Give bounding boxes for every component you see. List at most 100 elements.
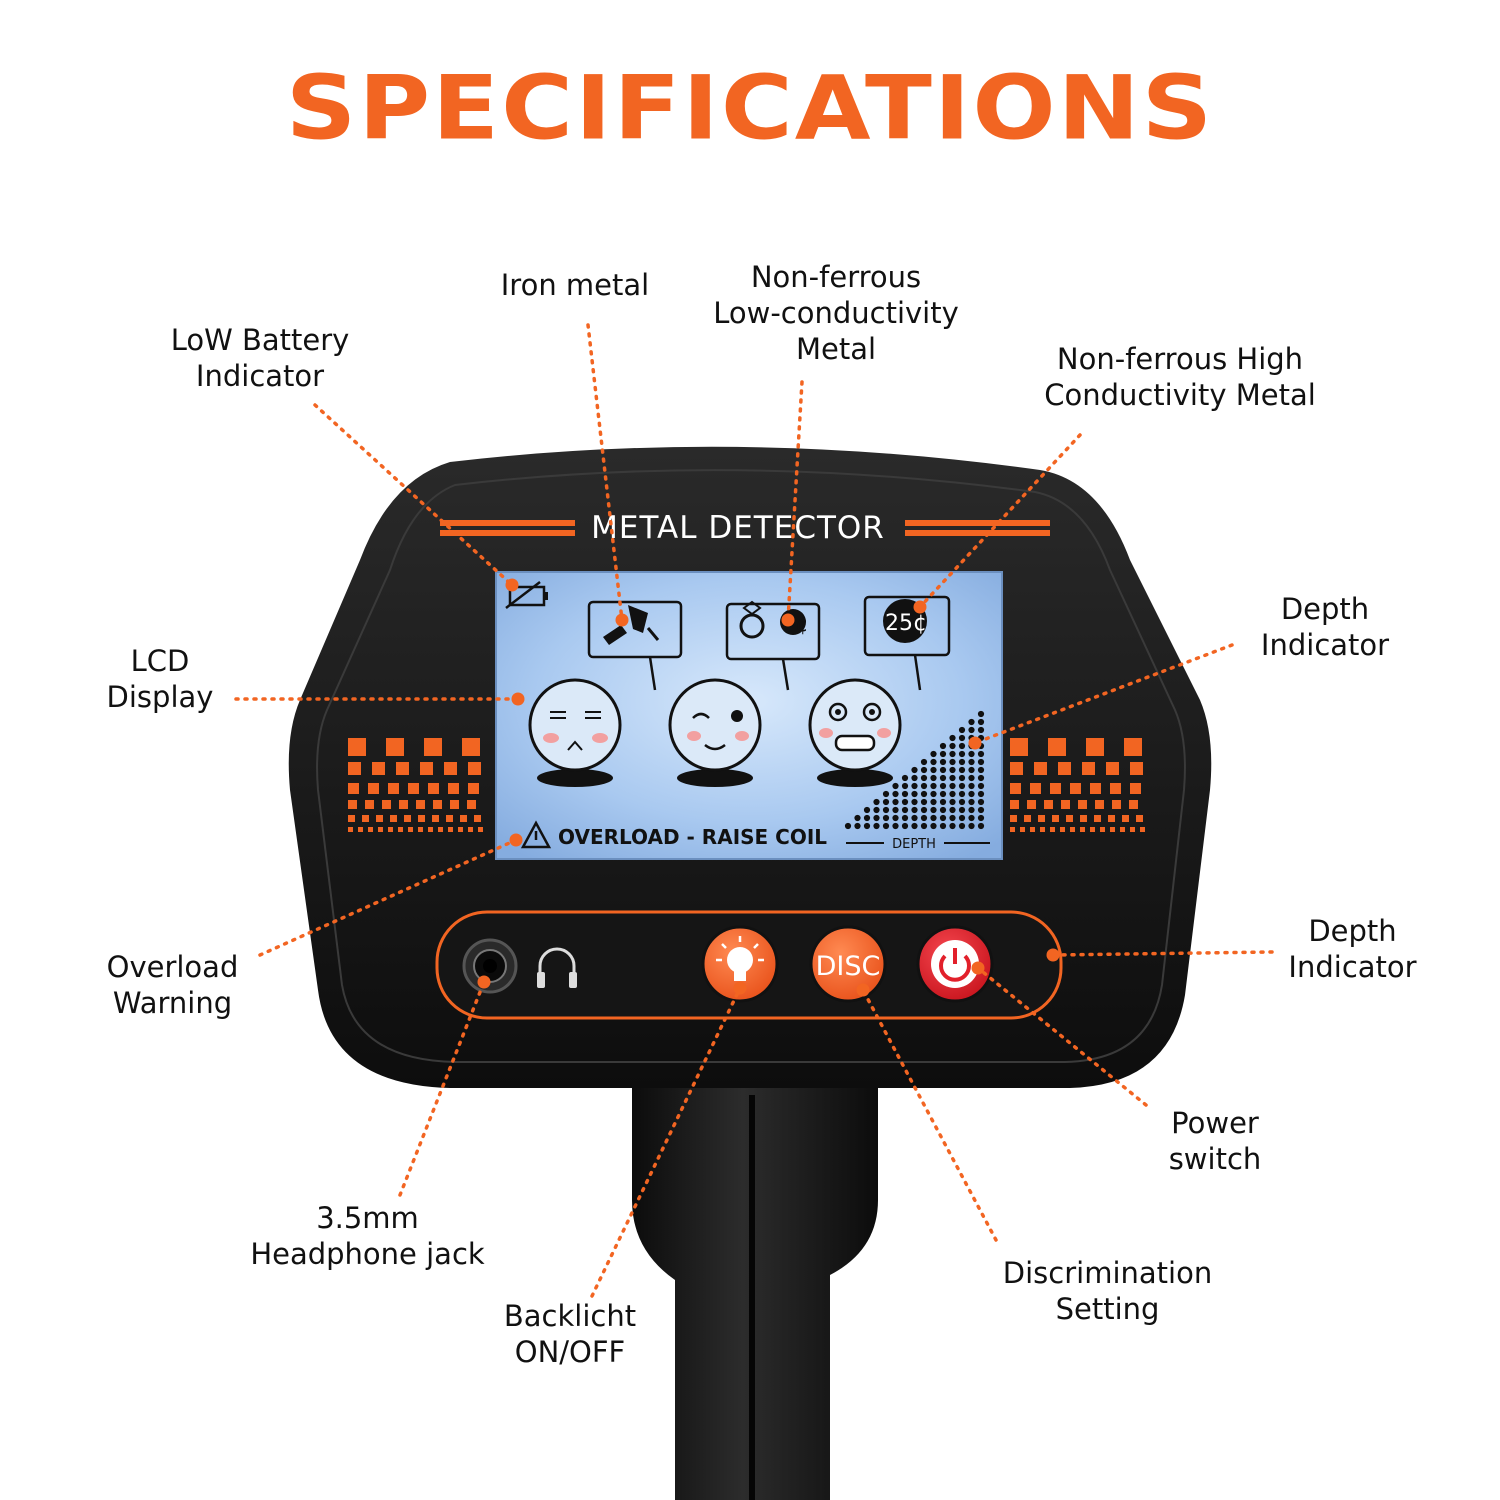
depth-dot <box>958 750 966 758</box>
headphone-icon <box>537 947 577 988</box>
decor-dot <box>408 827 413 832</box>
decor-dot <box>1100 827 1105 832</box>
decor-dot <box>1040 827 1045 832</box>
depth-dot <box>911 790 918 798</box>
decor-dot <box>428 827 433 832</box>
depth-dot <box>977 814 985 822</box>
power-button[interactable] <box>916 925 994 1003</box>
decor-dot <box>468 783 479 794</box>
decor-dot <box>376 815 383 822</box>
disc-label: DISC <box>816 951 881 982</box>
depth-dot <box>873 822 880 830</box>
decor-dot <box>1010 783 1021 794</box>
disc-button[interactable]: DISC <box>809 925 887 1003</box>
depth-dot <box>930 806 937 814</box>
depth-dot <box>911 782 918 790</box>
leader-endpoint <box>913 600 927 614</box>
decor-dot <box>1030 827 1035 832</box>
depth-dot <box>939 822 947 830</box>
depth-dot <box>920 822 928 830</box>
depth-dot <box>901 806 909 814</box>
decor-dot <box>420 762 433 775</box>
depth-dot <box>911 774 918 782</box>
decor-dot <box>1122 815 1129 822</box>
decor-dot <box>418 815 425 822</box>
depth-dot <box>920 790 928 798</box>
depth-dot <box>863 806 871 814</box>
decor-dot <box>1080 815 1087 822</box>
headphone-jack[interactable] <box>462 938 518 994</box>
depth-dot <box>854 822 861 830</box>
callout-iron-metal: Iron metal <box>500 268 650 302</box>
bulb-icon <box>716 936 764 981</box>
decor-dot <box>1052 815 1059 822</box>
depth-dot <box>949 790 956 798</box>
depth-dot <box>968 750 975 758</box>
depth-dot <box>901 774 909 782</box>
depth-dot <box>968 822 975 830</box>
decor-dot <box>368 827 373 832</box>
decor-dot <box>450 800 459 809</box>
depth-dot <box>958 790 966 798</box>
depth-dot <box>911 766 918 774</box>
depth-dot <box>854 814 861 822</box>
decor-dot <box>348 762 361 775</box>
decor-dot <box>398 827 403 832</box>
decor-dot <box>444 762 457 775</box>
decor-dot <box>348 827 353 832</box>
depth-dot <box>949 734 956 742</box>
decor-dot <box>1058 762 1071 775</box>
decor-dot <box>428 783 439 794</box>
depth-dot <box>949 814 956 822</box>
depth-dot <box>939 814 947 822</box>
leader-endpoint <box>971 961 985 975</box>
callout-leaders <box>234 323 1274 1298</box>
decor-dot <box>1080 827 1085 832</box>
leader-line <box>1051 950 1274 957</box>
brand-label: METAL DETECTOR <box>591 510 885 546</box>
depth-dot <box>920 814 928 822</box>
depth-dot <box>939 806 947 814</box>
depth-dot <box>901 798 909 806</box>
depth-dot <box>930 814 937 822</box>
depth-dot <box>958 742 966 750</box>
depth-dot <box>958 806 966 814</box>
decor-dot <box>390 815 397 822</box>
depth-dot <box>901 814 909 822</box>
depth-dot <box>958 822 966 830</box>
decor-dot <box>1078 800 1087 809</box>
cent-label: ¢ <box>796 612 809 636</box>
depth-dot <box>968 758 975 766</box>
decor-dot <box>404 815 411 822</box>
depth-dot <box>977 822 985 830</box>
depth-dot <box>977 710 985 718</box>
depth-dot <box>977 726 985 734</box>
depth-dot <box>939 774 947 782</box>
low-battery-icon <box>505 581 548 609</box>
leader-endpoint <box>733 981 747 995</box>
depth-dot <box>977 790 985 798</box>
decor-dot <box>1136 815 1143 822</box>
depth-dot <box>920 782 928 790</box>
depth-dot <box>968 798 975 806</box>
leader-line <box>786 380 804 622</box>
depth-dot <box>939 750 947 758</box>
depth-dot <box>920 798 928 806</box>
decor-dot <box>1108 815 1115 822</box>
depth-dot <box>930 822 937 830</box>
depth-dot <box>892 790 899 798</box>
decor-dot <box>462 738 480 756</box>
decor-dot <box>1024 815 1031 822</box>
depth-dot <box>892 822 899 830</box>
decor-dot <box>1110 783 1121 794</box>
depth-dot <box>882 814 890 822</box>
decor-dot <box>1106 762 1119 775</box>
backlight-button[interactable] <box>701 925 779 1003</box>
depth-dot <box>873 814 880 822</box>
